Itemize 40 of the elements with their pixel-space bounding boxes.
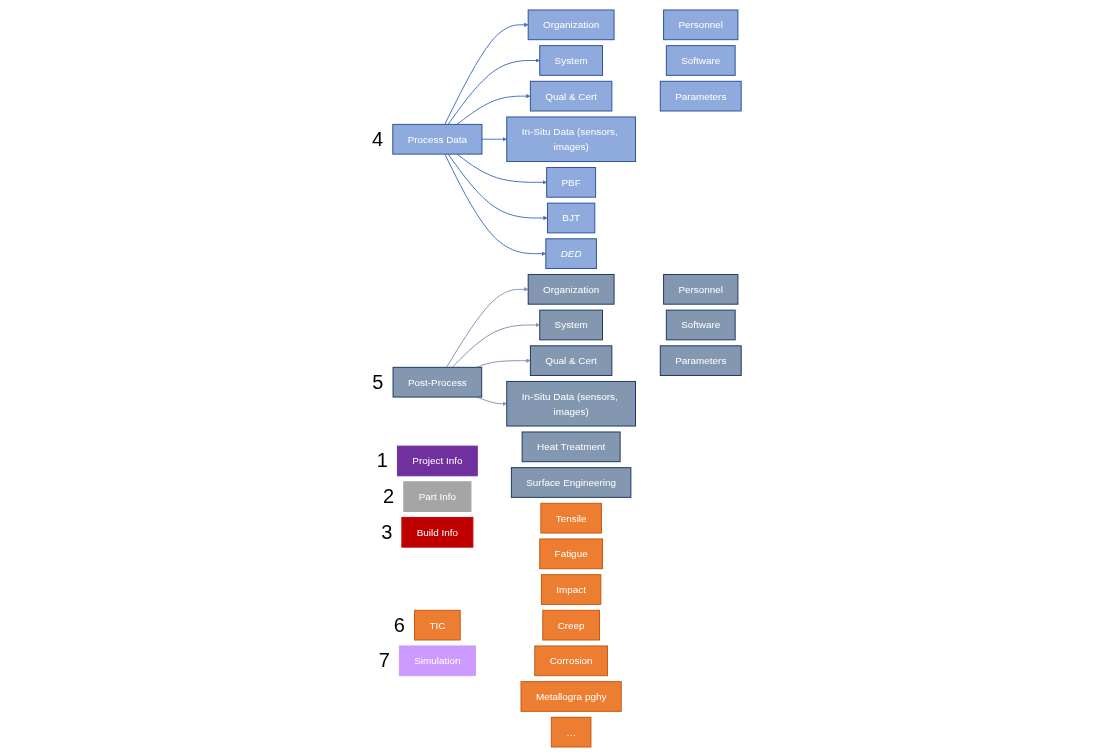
node-box: Organization xyxy=(528,9,615,40)
step-number: 7 xyxy=(378,649,390,672)
node-box: Parameters xyxy=(660,80,743,111)
step-number: 6 xyxy=(393,613,405,636)
node-box: Part Info xyxy=(403,480,472,512)
node-box: System xyxy=(539,309,604,340)
node-box: Surface Engineering xyxy=(511,466,632,498)
node-box: In-Situ Data (sensors, images) xyxy=(506,115,637,162)
node-box: Personnel xyxy=(663,9,739,40)
node-box: Tensile xyxy=(540,502,603,534)
node-box: Heat Treatment xyxy=(522,431,622,462)
node-box: Software xyxy=(666,44,737,76)
node-box: System xyxy=(539,44,604,76)
node-box: Project Info xyxy=(397,445,479,476)
node-box: Qual & Cert xyxy=(530,344,613,376)
node-box: Metallogra pghy xyxy=(520,680,623,712)
node-box: Software xyxy=(666,309,737,340)
step-number: 5 xyxy=(372,370,384,393)
node-box: Build Info xyxy=(401,516,474,548)
step-number: 2 xyxy=(383,485,395,508)
node-box: Creep xyxy=(542,609,601,641)
node-box: In-Situ Data (sensors, images) xyxy=(506,380,637,427)
node-box: DED xyxy=(545,237,598,269)
node-box: Post-Process xyxy=(392,366,483,398)
node-box: TIC xyxy=(414,609,462,641)
node-box: Process Data xyxy=(392,123,483,155)
node-box: Simulation xyxy=(399,645,477,676)
node-box: PBF xyxy=(546,166,597,198)
node-box: Organization xyxy=(528,273,615,305)
node-box: Fatigue xyxy=(539,538,604,569)
node-box: Personnel xyxy=(663,273,739,305)
step-number: 3 xyxy=(381,520,393,543)
step-number: 4 xyxy=(372,127,384,150)
step-number: 1 xyxy=(376,449,388,472)
node-box: … xyxy=(551,716,592,747)
node-box: Corrosion xyxy=(534,645,609,676)
node-box: Parameters xyxy=(660,344,743,376)
node-box: Qual & Cert xyxy=(530,80,613,111)
node-box: BJT xyxy=(547,202,596,233)
node-box: Impact xyxy=(541,573,602,605)
